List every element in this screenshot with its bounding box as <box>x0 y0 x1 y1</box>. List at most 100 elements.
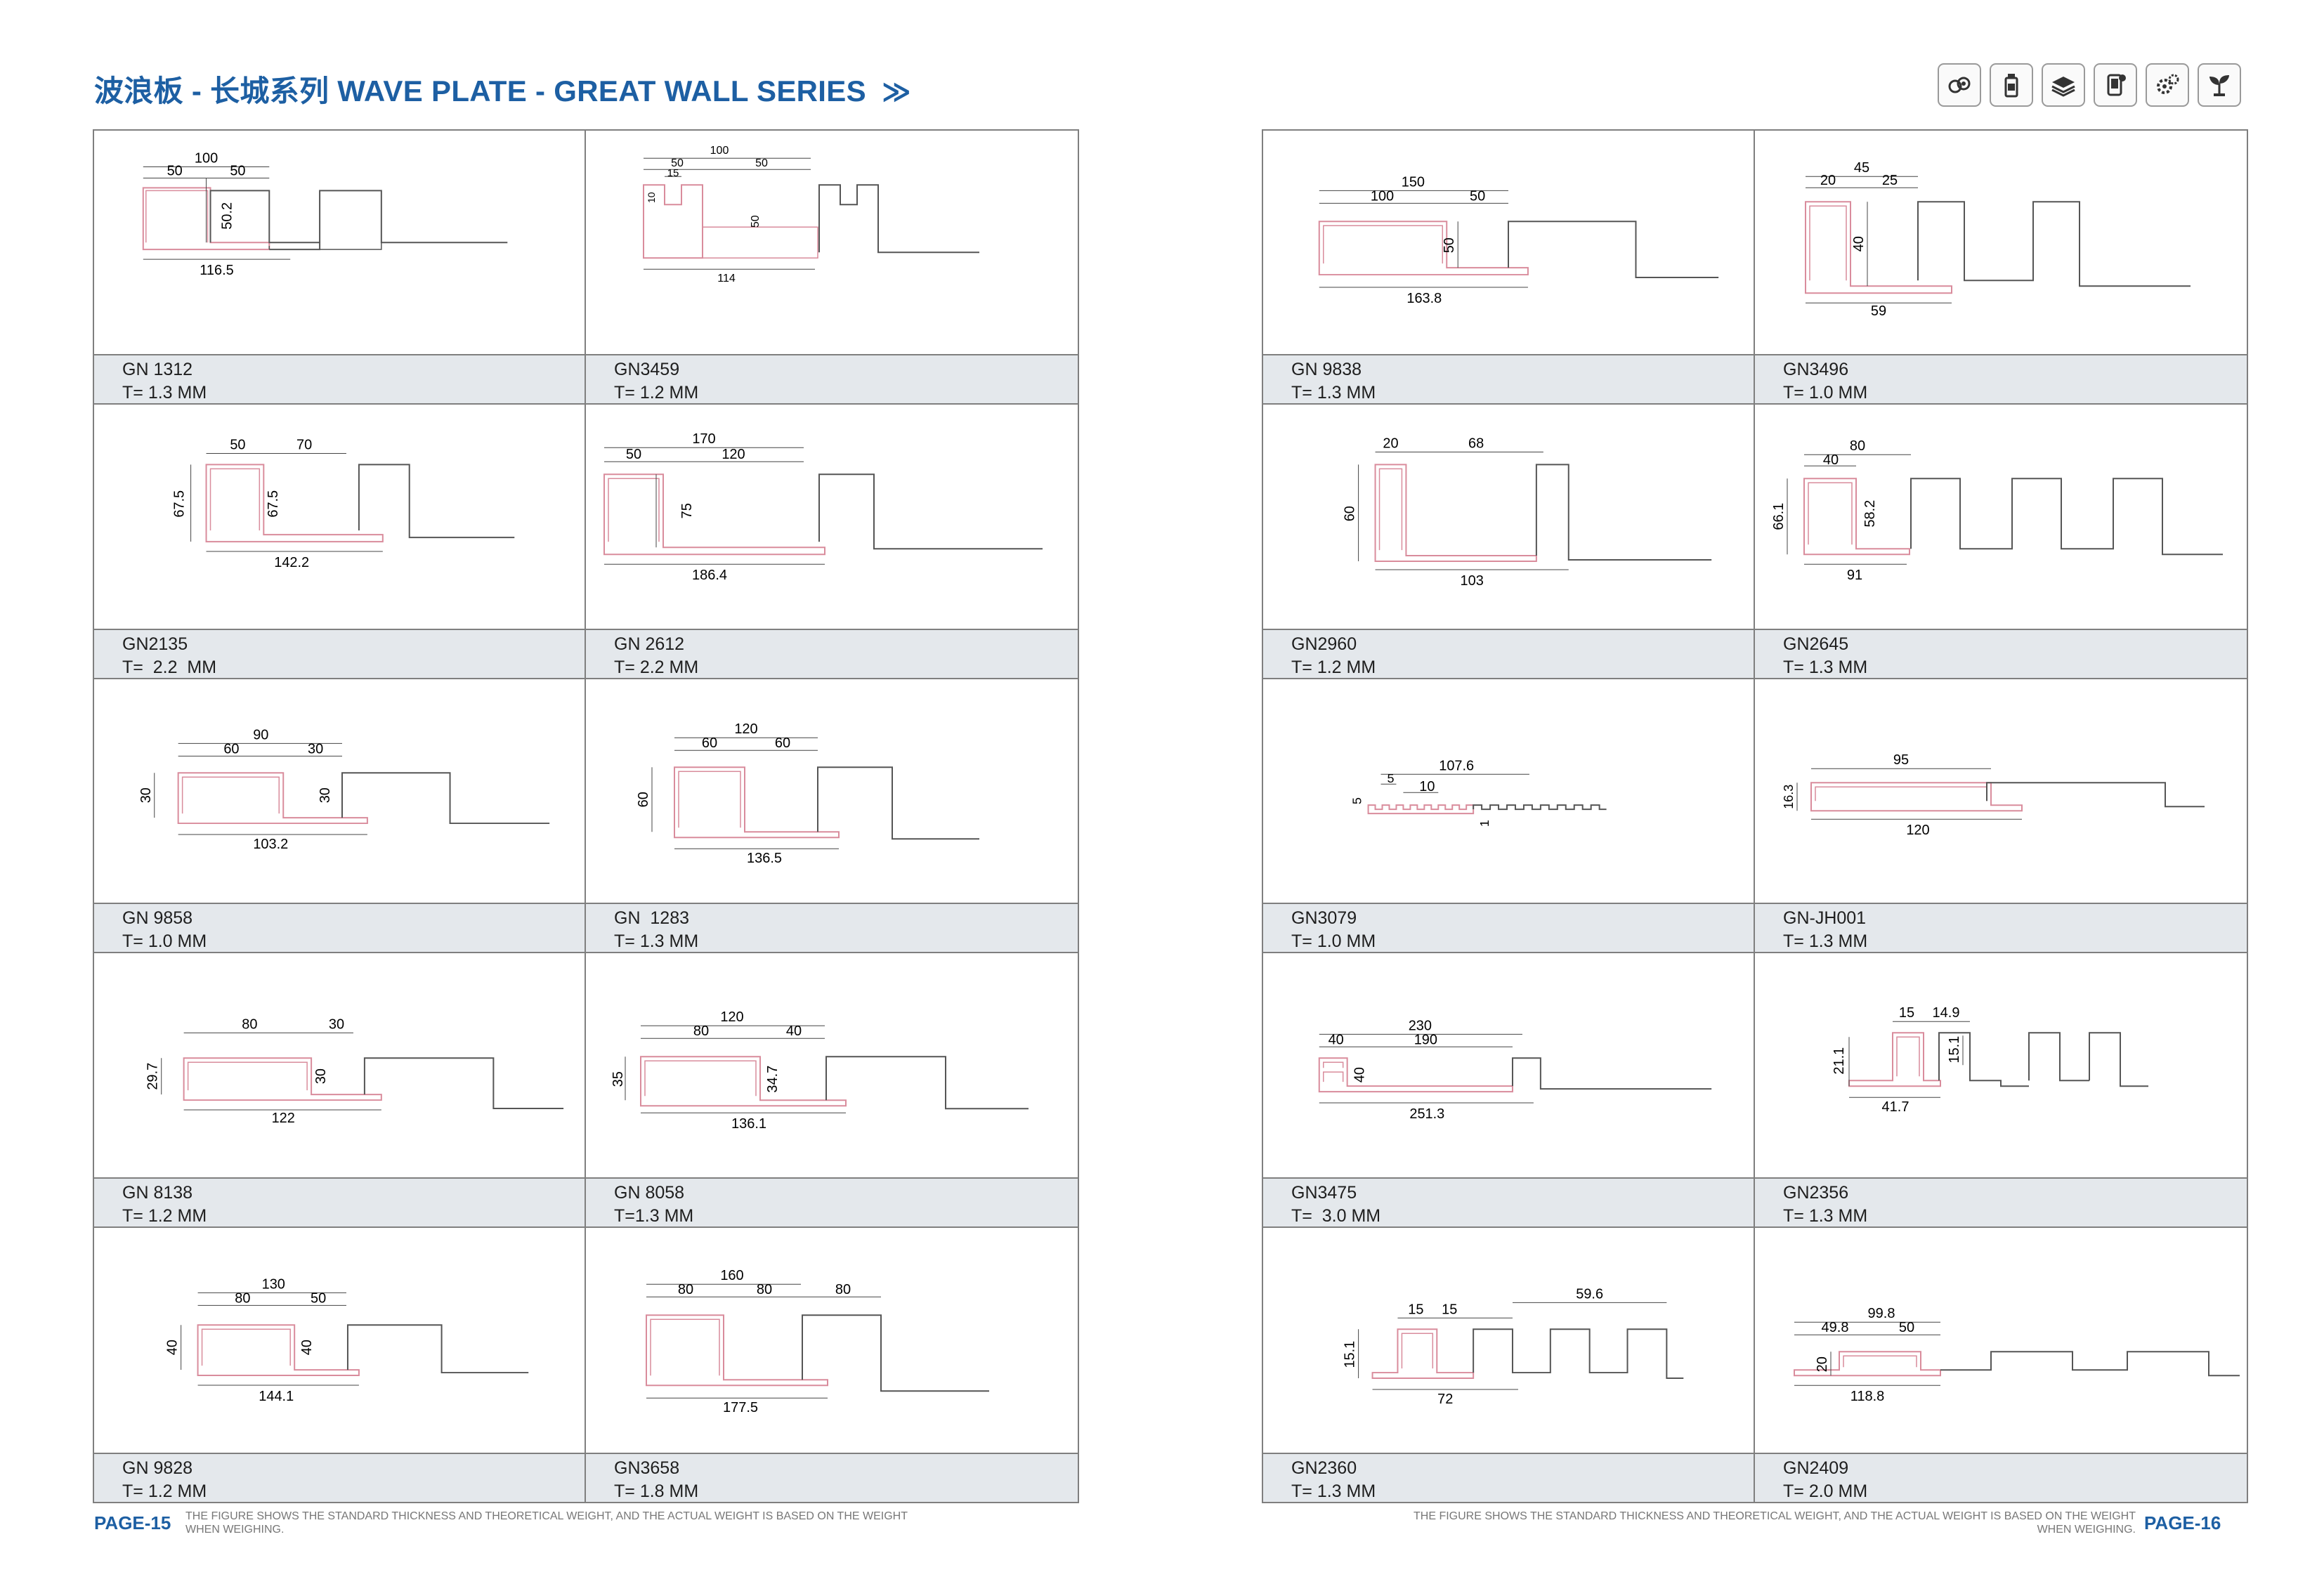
dimension-label: 15 <box>1899 1005 1914 1021</box>
dimension-label: 68 <box>1468 436 1484 452</box>
profile-cell: 160 80 80 80 177.5 GN3658 T= 1.8 MM <box>586 1228 1078 1502</box>
dimension-label: 80 <box>835 1282 851 1297</box>
profile-model: GN2645 <box>1783 634 1849 654</box>
profile-caption: GN 9838 T= 1.3 MM <box>1263 354 1754 404</box>
dimension-label: 59.6 <box>1576 1286 1603 1302</box>
dimension-label: 90 <box>253 727 268 742</box>
profile-model: GN 9828 <box>122 1458 193 1478</box>
dimension-label: 72 <box>1437 1392 1453 1407</box>
profile-cell: 107.6 5 10 5 1 GN3079 T= 1.0 MM <box>1263 679 1755 954</box>
dimension-label: 107.6 <box>1439 758 1474 773</box>
dimension-label: 75 <box>679 503 695 518</box>
dimension-label: 80 <box>678 1282 693 1297</box>
dimension-label: 30 <box>329 1017 344 1033</box>
dimension-label: 170 <box>692 432 715 447</box>
dimension-label: 20 <box>1820 173 1836 188</box>
dimension-label: 1 <box>1477 820 1491 827</box>
dimension-label: 190 <box>1414 1032 1437 1047</box>
profile-caption: GN3459 T= 1.2 MM <box>586 354 1078 404</box>
dimension-label: 58.2 <box>1862 500 1878 528</box>
profile-drawing: 50 70 67.5 67.5 142.2 <box>94 405 585 628</box>
profile-thickness: T=1.3 MM <box>614 1205 694 1226</box>
dimension-label: 15.1 <box>1947 1036 1962 1064</box>
dimension-label: 5 <box>1350 797 1364 804</box>
dimension-label: 99.8 <box>1868 1306 1895 1321</box>
dimension-label: 160 <box>720 1268 743 1283</box>
profile-caption: GN2645 T= 1.3 MM <box>1755 628 2247 678</box>
profile-thickness: T= 1.2 MM <box>1291 657 1376 677</box>
page-title: 波浪板 - 长城系列 WAVE PLATE - GREAT WALL SERIE… <box>94 67 911 110</box>
profile-cell: 90 60 30 30 30 103.2 GN 9858 T= 1.0 MM <box>94 679 586 954</box>
profile-caption: GN 9858 T= 1.0 MM <box>94 903 585 953</box>
dimension-label: 45 <box>1854 160 1869 176</box>
dimension-label: 20 <box>1383 436 1398 452</box>
dimension-label: 95 <box>1893 752 1909 768</box>
profile-cell: 230 40 190 40 251.3 GN3475 T= 3.0 MM <box>1263 953 1755 1228</box>
profile-caption: GN2360 T= 1.3 MM <box>1263 1452 1754 1502</box>
dimension-label: 49.8 <box>1822 1320 1849 1335</box>
profile-model: GN 1312 <box>122 360 193 380</box>
dimension-label: 114 <box>717 273 736 284</box>
profile-model: GN3079 <box>1291 908 1357 929</box>
profile-thickness: T= 1.3 MM <box>1291 383 1376 403</box>
page-title-text: 波浪板 - 长城系列 WAVE PLATE - GREAT WALL SERIE… <box>94 74 866 107</box>
profile-cell: 120 60 60 60 136.5 GN 1283 T= 1.3 MM <box>586 679 1078 954</box>
dimension-label: 50 <box>755 157 768 169</box>
dimension-label: 29.7 <box>145 1063 161 1090</box>
profile-thickness: T= 1.2 MM <box>614 383 699 403</box>
profile-drawing: 15 15 59.6 15.1 72 <box>1263 1228 1754 1453</box>
profile-drawing: 99.8 49.8 50 20 118.8 <box>1755 1228 2247 1453</box>
left-profile-grid: 100 50 50 50.2 116.5 GN 1312 T= 1.3 MM 1… <box>93 129 1079 1503</box>
dimension-label: 15 <box>1442 1302 1457 1317</box>
profile-model: GN2356 <box>1783 1182 1849 1203</box>
profile-drawing: 107.6 5 10 5 1 <box>1263 679 1754 903</box>
dimension-label: 14.9 <box>1933 1005 1960 1021</box>
profile-model: GN2360 <box>1291 1458 1357 1478</box>
dimension-label: 116.5 <box>200 263 233 278</box>
profile-drawing: 20 68 60 103 <box>1263 405 1754 628</box>
dimension-label: 60 <box>775 735 790 751</box>
dimension-label: 50 <box>230 163 245 178</box>
dimension-label: 40 <box>1823 453 1839 469</box>
dimension-label: 59 <box>1871 303 1886 319</box>
profile-caption: GN 2612 T= 2.2 MM <box>586 628 1078 678</box>
profile-model: GN 2612 <box>614 634 685 654</box>
profile-caption: GN-JH001 T= 1.3 MM <box>1755 903 2247 953</box>
dimension-label: 60 <box>223 741 239 757</box>
dimension-label: 80 <box>235 1290 250 1306</box>
profile-thickness: T= 1.2 MM <box>122 1481 207 1501</box>
profile-model: GN-JH001 <box>1783 908 1867 929</box>
dimension-label: 50 <box>230 438 245 453</box>
dimension-label: 120 <box>722 447 745 463</box>
dimension-label: 100 <box>195 151 218 166</box>
profile-caption: GN 8058 T=1.3 MM <box>586 1177 1078 1226</box>
profile-drawing: 100 50 50 50.2 116.5 <box>94 131 585 354</box>
dimension-label: 186.4 <box>692 568 727 584</box>
profile-model: GN2960 <box>1291 634 1357 654</box>
dimension-label: 66.1 <box>1771 503 1787 530</box>
profile-thickness: T= 1.2 MM <box>122 1205 207 1226</box>
weight-note-right: THE FIGURE SHOWS THE STANDARD THICKNESS … <box>1414 1510 2136 1536</box>
profile-cell: 50 70 67.5 67.5 142.2 GN2135 T= 2.2 MM <box>94 405 586 679</box>
profile-cell: 150 100 50 50 163.8 GN 9838 T= 1.3 MM <box>1263 131 1755 405</box>
dimension-label: 30 <box>313 1068 329 1084</box>
profile-cell: 45 20 25 40 59 GN3496 T= 1.0 MM <box>1755 131 2247 405</box>
profile-drawing: 120 60 60 60 136.5 <box>586 679 1078 903</box>
profile-model: GN3496 <box>1783 360 1849 380</box>
dimension-label: 10 <box>646 192 657 203</box>
dimension-label: 142.2 <box>274 555 309 570</box>
bottle-icon <box>1990 63 2033 107</box>
dimension-label: 15 <box>667 167 679 179</box>
dimension-label: 100 <box>710 145 729 157</box>
dimension-label: 177.5 <box>723 1400 758 1415</box>
profile-caption: GN 1312 T= 1.3 MM <box>94 354 585 404</box>
profile-cell: 80 30 29.7 30 122 GN 8138 T= 1.2 MM <box>94 953 586 1228</box>
profile-caption: GN3496 T= 1.0 MM <box>1755 354 2247 404</box>
profile-drawing: 95 16.3 120 <box>1755 679 2247 903</box>
profile-model: GN 1283 <box>614 908 690 929</box>
dimension-label: 120 <box>734 721 757 737</box>
profile-caption: GN3079 T= 1.0 MM <box>1263 903 1754 953</box>
dimension-label: 130 <box>262 1276 285 1292</box>
dimension-label: 41.7 <box>1882 1099 1910 1115</box>
profile-cell: 20 68 60 103 GN2960 T= 1.2 MM <box>1263 405 1755 679</box>
